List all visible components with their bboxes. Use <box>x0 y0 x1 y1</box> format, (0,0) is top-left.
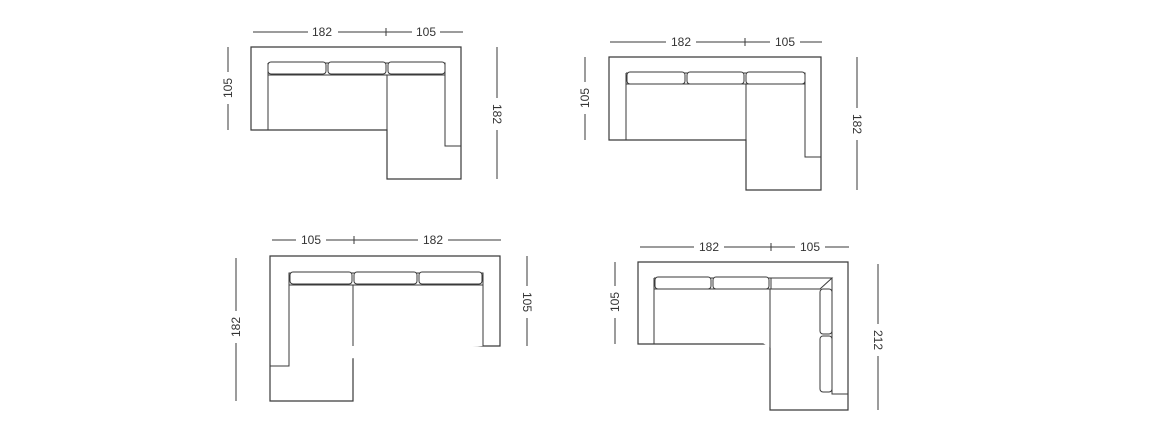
side-back-cushion <box>819 288 833 335</box>
sofa-backrest <box>270 272 484 367</box>
dimension-label-top-a: 182 <box>671 35 691 49</box>
dimension-label-right: 105 <box>520 292 534 312</box>
back-cushion <box>626 71 686 85</box>
side-back-cushion <box>819 335 833 393</box>
sofa-diagram-bottom-right: 182 105 105 212 <box>608 240 885 411</box>
back-cushion <box>745 71 806 85</box>
dimension-label-right: 182 <box>490 104 504 124</box>
dimension-label-top-b: 105 <box>416 25 436 39</box>
sofa-diagram-top-right: 182 105 105 182 <box>578 35 864 191</box>
back-cushion <box>267 61 327 75</box>
back-cushion <box>327 61 387 75</box>
back-cushion <box>654 276 712 290</box>
dimension-label-top-b: 105 <box>800 240 820 254</box>
dimension-label-top-a: 182 <box>312 25 332 39</box>
dimension-label-top-a: 105 <box>301 233 321 247</box>
dimension-label-left: 182 <box>229 317 243 337</box>
dimension-label-top-b: 182 <box>423 233 443 247</box>
back-cushion <box>418 271 483 285</box>
sofa-diagram-bottom-left: 105 182 182 105 <box>229 233 534 402</box>
back-cushion <box>289 271 353 285</box>
sofa-diagram-top-left: 182 105 105 182 <box>221 25 504 180</box>
dimension-label-right: 182 <box>850 114 864 134</box>
sofa-backrest <box>267 62 461 147</box>
dimension-label-left: 105 <box>578 88 592 108</box>
back-cushion <box>387 61 446 75</box>
dimension-label-left: 105 <box>221 78 235 98</box>
back-cushion <box>712 276 770 290</box>
dimension-label-right: 212 <box>871 330 885 350</box>
dimension-label-left: 105 <box>608 292 622 312</box>
dimension-label-top-b: 105 <box>775 35 795 49</box>
back-cushion <box>353 271 418 285</box>
dimension-label-top-a: 182 <box>699 240 719 254</box>
corner-back-cushion <box>770 277 834 290</box>
back-cushion <box>686 71 745 85</box>
